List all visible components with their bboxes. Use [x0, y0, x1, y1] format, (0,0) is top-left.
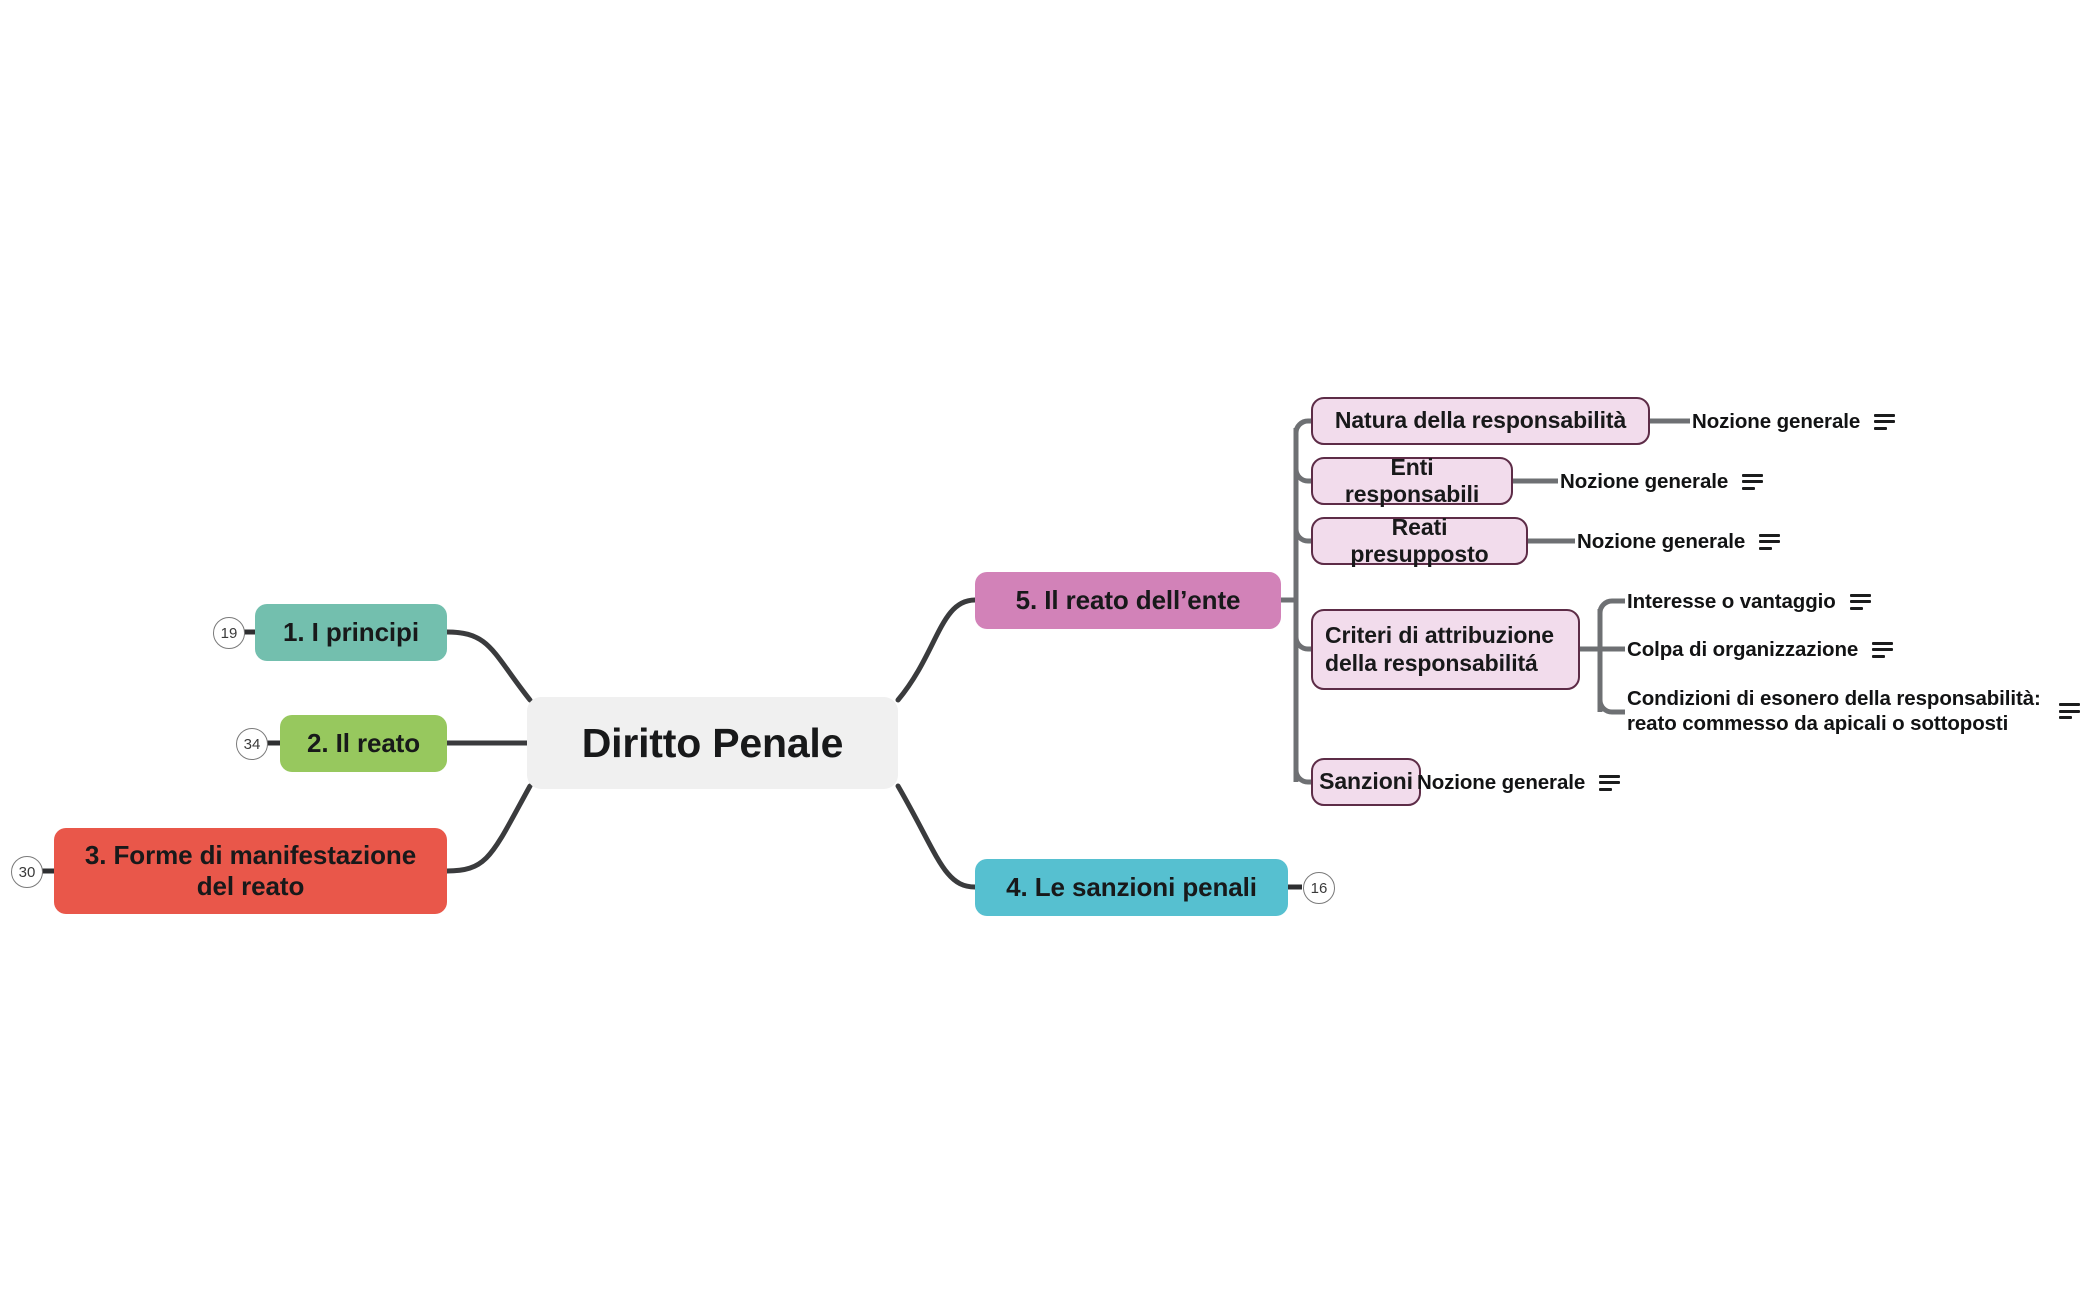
sub-node-label: Enti responsabili — [1344, 453, 1480, 507]
sub-node-natura-della-responsabilita[interactable]: Natura della responsabilità — [1311, 397, 1650, 445]
notes-icon[interactable] — [1759, 533, 1781, 550]
edge-root-to-branch5 — [895, 597, 978, 703]
branch-node-4-label: 4. Le sanzioni penali — [1006, 872, 1257, 903]
leaf-sanzioni-nozione-generale[interactable]: Nozione generale — [1417, 770, 1621, 795]
edge-to-leaf-condizioni — [1597, 699, 1625, 715]
leaf-interesse-o-vantaggio[interactable]: Interesse o vantaggio — [1627, 589, 1871, 614]
branch-node-5-il-reato-dell-ente[interactable]: 5. Il reato dell’ente — [975, 572, 1281, 629]
badge-label: 19 — [220, 624, 238, 642]
notes-icon[interactable] — [1849, 593, 1871, 610]
leaf-reati-nozione-generale[interactable]: Nozione generale — [1577, 529, 1781, 554]
branch-node-1-label: 1. I principi — [283, 617, 419, 648]
edge-to-leaf-interesse — [1597, 598, 1625, 614]
sub-node-criteri-di-attribuzione[interactable]: Criteri di attribuzione della responsabi… — [1311, 609, 1580, 690]
leaf-condizioni-di-esonero[interactable]: Condizioni di esonero della responsabili… — [1627, 686, 2080, 736]
notes-icon[interactable] — [2058, 703, 2080, 719]
sub-node-sanzioni[interactable]: Sanzioni — [1311, 758, 1421, 806]
leaf-label: Interesse o vantaggio — [1627, 590, 1836, 613]
badge-label: 34 — [243, 735, 261, 753]
leaf-colpa-di-organizzazione[interactable]: Colpa di organizzazione — [1627, 637, 1894, 662]
sub-node-label: Criteri di attribuzione della responsabi… — [1325, 622, 1554, 676]
leaf-label: Nozione generale — [1692, 410, 1861, 433]
sub-node-reati-presupposto[interactable]: Reati presupposto — [1311, 513, 1528, 567]
badge-count-branch4[interactable]: 16 — [1303, 872, 1335, 904]
edge-root-to-branch4 — [895, 783, 978, 890]
branch-node-3-forme-di-manifestazione[interactable]: 3. Forme di manifestazione del reato — [54, 828, 447, 914]
branch-node-3-label: 3. Forme di manifestazione del reato — [84, 840, 417, 901]
edge-root-to-branch1 — [444, 629, 533, 703]
leaf-label: Nozione generale — [1560, 470, 1729, 493]
root-node-label: Diritto Penale — [581, 719, 844, 766]
badge-label: 30 — [18, 863, 36, 881]
branch-node-5-label: 5. Il reato dell’ente — [1015, 585, 1241, 616]
badge-count-branch2[interactable]: 34 — [236, 728, 268, 760]
sub-node-label: Sanzioni — [1319, 768, 1413, 795]
leaf-label: Condizioni di esonero della responsabili… — [1627, 687, 2041, 735]
root-node[interactable]: Diritto Penale — [527, 697, 898, 789]
branch-node-4-le-sanzioni-penali[interactable]: 4. Le sanzioni penali — [975, 859, 1288, 916]
badge-label: 16 — [1310, 879, 1328, 897]
notes-icon[interactable] — [1599, 774, 1621, 791]
edge-root-to-branch3 — [444, 783, 533, 874]
badge-count-branch1[interactable]: 19 — [213, 617, 245, 649]
leaf-natura-nozione-generale[interactable]: Nozione generale — [1692, 409, 1896, 434]
notes-icon[interactable] — [1874, 413, 1896, 430]
leaf-label: Colpa di organizzazione — [1627, 638, 1859, 661]
sub-node-label: Reati presupposto — [1350, 513, 1489, 567]
badge-count-branch3[interactable]: 30 — [11, 856, 43, 888]
branch-node-2-label: 2. Il reato — [306, 728, 421, 759]
notes-icon[interactable] — [1872, 641, 1894, 658]
sub-node-enti-responsabili[interactable]: Enti responsabili — [1311, 453, 1513, 507]
notes-icon[interactable] — [1742, 473, 1764, 490]
leaf-label: Nozione generale — [1577, 530, 1746, 553]
branch-node-2-il-reato[interactable]: 2. Il reato — [280, 715, 447, 772]
leaf-label: Nozione generale — [1417, 771, 1586, 794]
branch-node-1-i-principi[interactable]: 1. I principi — [255, 604, 447, 661]
leaf-enti-nozione-generale[interactable]: Nozione generale — [1560, 469, 1764, 494]
sub-node-label: Natura della responsabilità — [1334, 407, 1627, 434]
